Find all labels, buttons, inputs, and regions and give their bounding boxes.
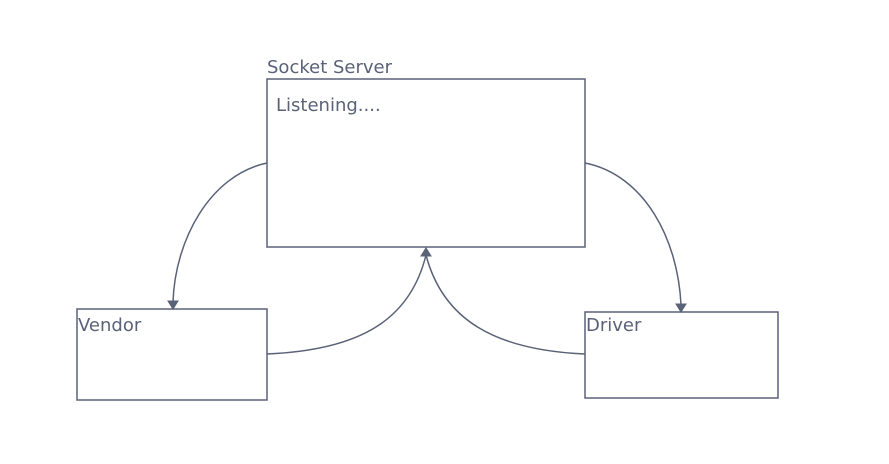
arrowhead-up-icon xyxy=(420,247,432,257)
vendor-node: Vendor xyxy=(76,308,268,401)
edge-server-to-driver xyxy=(584,162,687,313)
edge-server-to-vendor-line xyxy=(172,162,268,303)
driver-node: Driver xyxy=(584,311,779,399)
driver-label: Driver xyxy=(586,315,642,336)
edge-server-to-driver-line xyxy=(584,162,682,306)
socket-server-node: Socket Server Listening.... xyxy=(266,57,586,248)
edge-server-to-vendor xyxy=(167,162,268,310)
edge-driver-to-server xyxy=(425,254,586,355)
socket-server-box xyxy=(266,78,586,248)
vendor-box xyxy=(76,308,268,401)
socket-server-status: Listening.... xyxy=(276,95,381,116)
edge-driver-to-server-line xyxy=(425,254,586,355)
socket-server-title: Socket Server xyxy=(267,57,393,78)
edge-vendor-to-server xyxy=(266,254,427,355)
edge-vendor-to-server-line xyxy=(266,254,427,355)
vendor-label: Vendor xyxy=(78,315,142,336)
arrowhead-down-icon xyxy=(675,303,687,313)
arrowhead-down-icon xyxy=(167,300,179,310)
